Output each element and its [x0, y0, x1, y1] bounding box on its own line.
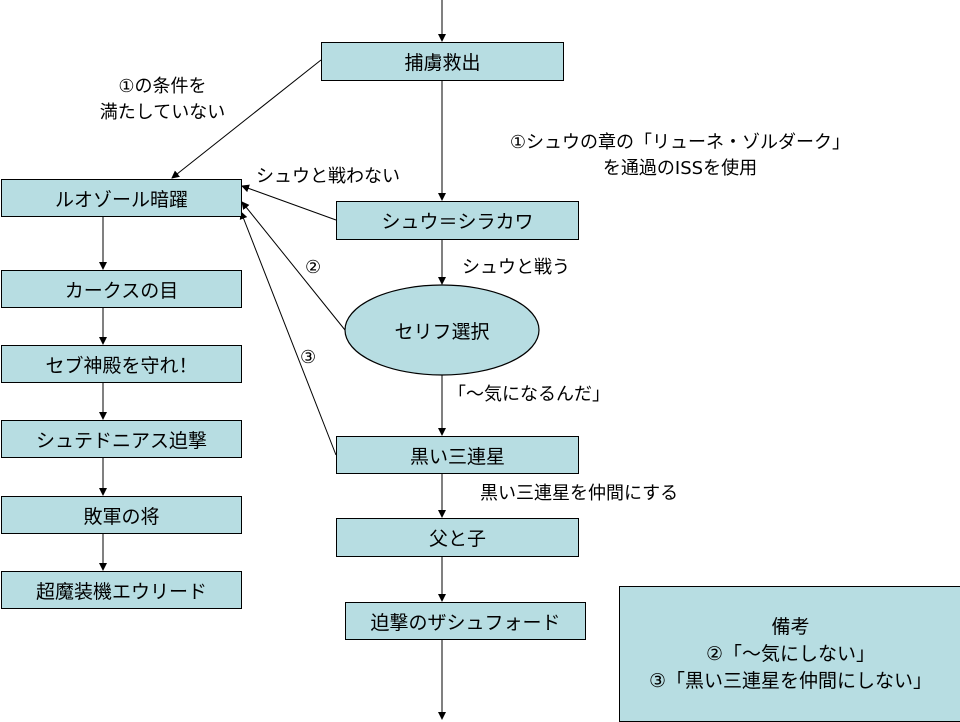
node-karkus: カークスの目 — [1, 270, 242, 308]
node-defeated-label: 敗軍の将 — [83, 505, 160, 528]
node-father-son-label: 父と子 — [428, 528, 486, 550]
label-cond1-line2: を通過のISSを使用 — [602, 158, 758, 179]
edge-rescue-to-ruozol — [171, 59, 322, 179]
label-cond-not-met-line2: 満たしていない — [99, 102, 226, 123]
node-rescue: 捕虜救出 — [321, 42, 564, 81]
node-seb: セブ神殿を守れ！ — [1, 345, 242, 383]
node-ruozol-label: ルオゾール暗躍 — [54, 188, 188, 211]
node-zashford: 迫撃のザシュフォード — [345, 602, 586, 640]
node-karkus-label: カークスの目 — [64, 279, 179, 302]
node-shu-label: シュウ＝シラカワ — [381, 211, 534, 233]
node-schtedonias: シュテドニアス迫撃 — [1, 420, 242, 458]
node-seb-label: セブ神殿を守れ！ — [45, 354, 198, 377]
node-euleed: 超魔装機エウリード — [1, 571, 242, 609]
label-marker-3: ③ — [300, 347, 317, 368]
edge-serif-to-ruozol — [241, 201, 346, 331]
label-cond1: ①シュウの章の「リューネ・ゾルダーク」 を通過のISSを使用 — [470, 130, 890, 182]
note-box: 備考 ②「～気にしない」 ③「黒い三連星を仲間にしない」 — [619, 586, 960, 722]
note-title: 備考 — [771, 615, 810, 638]
note-line-2: ②「～気にしない」 — [705, 642, 876, 665]
node-shu: シュウ＝シラカワ — [336, 201, 579, 240]
label-cond-not-met-line1: ①の条件を — [118, 76, 207, 97]
label-fight-shu: シュウと戦う — [462, 257, 570, 278]
label-cond1-line1: ①シュウの章の「リューネ・ゾルダーク」 — [509, 132, 851, 153]
label-cond-not-met: ①の条件を 満たしていない — [80, 74, 245, 126]
node-ruozol: ルオゾール暗躍 — [1, 179, 242, 217]
node-black-trio: 黒い三連星 — [336, 436, 579, 474]
label-kini-naru: 「～気になるんだ」 — [448, 384, 610, 405]
label-recruit-trio: 黒い三連星を仲間にする — [480, 483, 679, 504]
label-marker-2: ② — [305, 257, 322, 278]
node-euleed-label: 超魔装機エウリード — [35, 580, 207, 603]
edge-trio-to-ruozol — [239, 211, 337, 456]
node-zashford-label: 迫撃のザシュフォード — [370, 611, 561, 634]
node-rescue-label: 捕虜救出 — [404, 52, 481, 74]
node-serif-shape — [344, 284, 540, 376]
note-line-3: ③「黒い三連星を仲間にしない」 — [648, 669, 933, 692]
node-black-trio-label: 黒い三連星 — [409, 445, 505, 468]
node-serif-label: セリフ選択 — [394, 320, 490, 343]
node-father-son: 父と子 — [336, 518, 579, 557]
label-not-fight-shu: シュウと戦わない — [256, 166, 400, 187]
node-schtedonias-label: シュテドニアス迫撃 — [35, 429, 207, 452]
edge-shu-to-ruozol — [241, 184, 337, 221]
node-defeated: 敗軍の将 — [1, 496, 242, 534]
node-serif: セリフ選択 — [345, 285, 539, 375]
